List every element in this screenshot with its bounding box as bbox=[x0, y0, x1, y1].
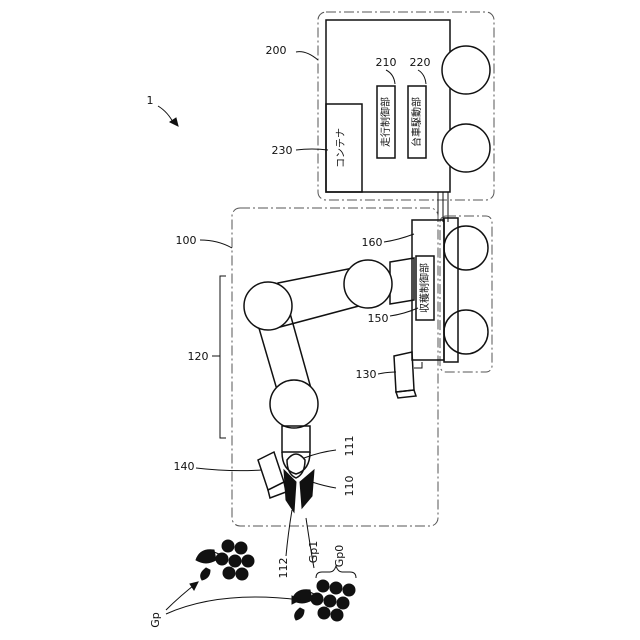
cart-wheel-bottom bbox=[442, 124, 490, 172]
camera-130 bbox=[394, 352, 414, 392]
cart-drive-label: 台車駆動部 bbox=[410, 97, 423, 147]
camera-130-lens bbox=[396, 390, 416, 398]
arm-joint-wrist bbox=[270, 380, 318, 428]
label-112: 112 bbox=[277, 558, 290, 579]
leader-100 bbox=[200, 240, 232, 248]
label-200: 200 bbox=[266, 44, 287, 57]
gripper-body bbox=[282, 452, 310, 474]
label-210: 210 bbox=[376, 56, 397, 69]
label-gp1: Gp1 bbox=[307, 541, 320, 564]
camera-mount bbox=[414, 362, 422, 368]
label-130: 130 bbox=[356, 368, 377, 381]
harvester-100-boundary bbox=[232, 208, 438, 526]
leader-110 bbox=[312, 482, 336, 488]
travel-control-label: 走行制御部 bbox=[379, 97, 392, 147]
label-160: 160 bbox=[362, 236, 383, 249]
grape-cluster-top bbox=[196, 540, 254, 580]
leader-160 bbox=[384, 234, 414, 242]
label-120: 120 bbox=[188, 350, 209, 363]
grape-cluster-bottom bbox=[292, 580, 355, 621]
leader-150 bbox=[390, 308, 418, 316]
harvester-wheel-top bbox=[444, 226, 488, 270]
container-label: コンテナ bbox=[335, 128, 347, 168]
label-100: 100 bbox=[176, 234, 197, 247]
arm-base-link bbox=[390, 258, 414, 304]
cart-wheel-top bbox=[442, 46, 490, 94]
leader-gp-top-arrow bbox=[190, 582, 198, 590]
label-140: 140 bbox=[174, 460, 195, 473]
gripper-jaw-right bbox=[300, 470, 314, 508]
arm-wrist-link bbox=[282, 426, 310, 452]
arm-joint-elbow bbox=[244, 282, 292, 330]
leader-gp-bottom bbox=[166, 597, 300, 614]
label-gp0: Gp0 bbox=[333, 545, 346, 568]
leader-220 bbox=[418, 70, 426, 84]
leader-140 bbox=[196, 468, 262, 471]
label-230: 230 bbox=[272, 144, 293, 157]
harvester-wheel-bottom bbox=[444, 310, 488, 354]
label-gp: Gp bbox=[149, 612, 162, 628]
leader-111 bbox=[304, 450, 336, 458]
label-150: 150 bbox=[368, 312, 389, 325]
leader-112 bbox=[286, 510, 292, 556]
sensor-140-lens bbox=[268, 482, 286, 498]
harvest-control-label: 収穫制御部 bbox=[418, 263, 431, 313]
label-110: 110 bbox=[343, 476, 356, 497]
leader-210 bbox=[386, 70, 395, 84]
leader-130 bbox=[378, 372, 396, 374]
leader-200 bbox=[296, 52, 318, 60]
arm-bracket bbox=[220, 276, 226, 438]
arm-joint-shoulder bbox=[344, 260, 392, 308]
label-111: 111 bbox=[343, 436, 356, 457]
label-220: 220 bbox=[410, 56, 431, 69]
label-system: 1 bbox=[147, 94, 154, 107]
leader-230 bbox=[296, 149, 328, 150]
